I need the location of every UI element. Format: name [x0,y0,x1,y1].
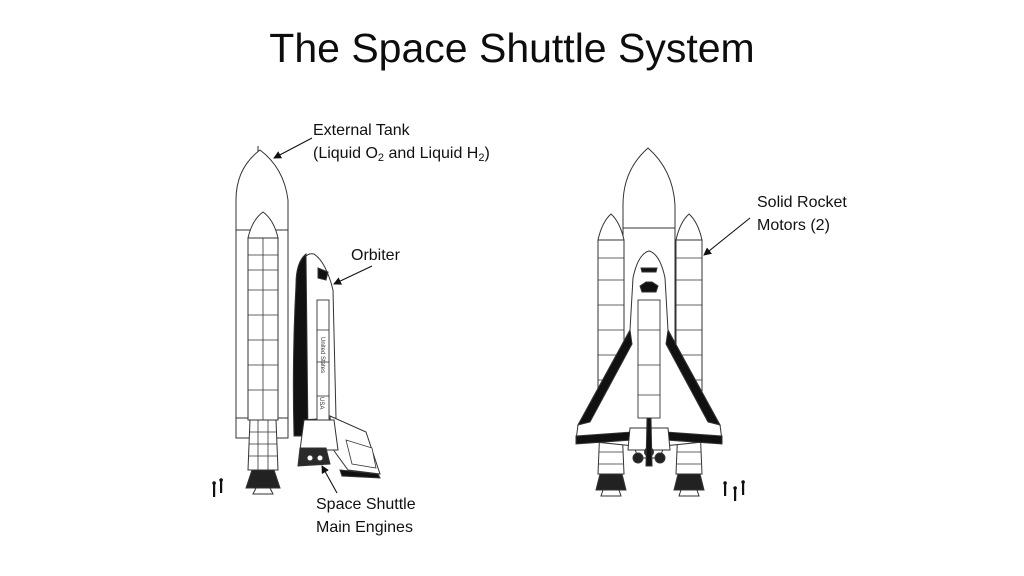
side-solid-rocket-booster [245,211,281,495]
main-engines-label-line1: Space Shuttle [316,496,416,513]
external-tank-label: External Tank (Liquid O2 and Liquid H2) [313,119,490,165]
main-engines-label: Space Shuttle Main Engines [316,493,416,539]
external-tank-text-c: ) [484,145,490,162]
side-view-stack: United States USA [212,146,381,497]
external-tank-arrow [273,137,313,159]
orbiter-label: Orbiter [351,247,400,264]
solid-rocket-motors-arrow [703,217,751,256]
front-scale-figures [723,480,745,501]
external-tank-label-line1: External Tank [313,122,410,139]
oxygen-subscript: 2 [377,152,385,164]
front-orbiter [575,250,723,467]
page-title: The Space Shuttle System [269,25,755,71]
solid-rocket-motors-label: Solid Rocket Motors (2) [757,191,847,237]
hydrogen-subscript: 2 [478,152,485,164]
main-engines-label-line2: Main Engines [316,519,413,536]
orbiter-arrow [333,265,373,285]
callout-arrows [273,137,751,494]
solid-rocket-label-line1: Solid Rocket [757,194,847,211]
orbiter-flag-lettering: USA [318,397,324,409]
orbiter-name-lettering: United States [319,337,325,373]
external-tank-text-b: and Liquid H [384,145,479,162]
front-view-stack [575,147,745,501]
external-tank-label-line2: (Liquid O2 and Liquid H2) [313,142,490,165]
side-orbiter: United States USA [292,252,381,479]
side-scale-figures [212,478,223,497]
solid-rocket-label-line2: Motors (2) [757,217,830,234]
main-engines-arrow [321,465,338,494]
external-tank-text-a: (Liquid O [313,145,378,162]
